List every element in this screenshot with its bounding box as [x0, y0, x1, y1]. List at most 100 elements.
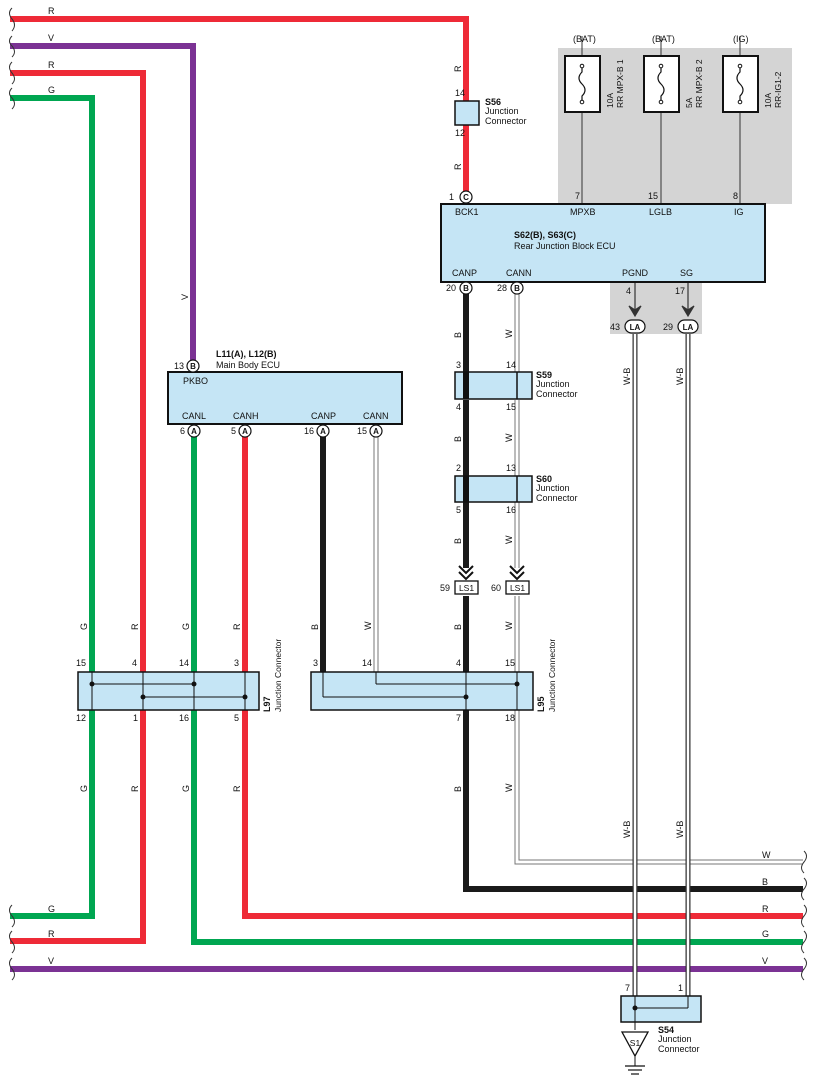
- label-b-5: B: [453, 786, 463, 792]
- wire-v-pkbo: [10, 43, 196, 360]
- label-wb-3: W-B: [622, 821, 632, 838]
- label-v-top: V: [48, 33, 54, 43]
- label-junctions-s54-pins-0: 7: [625, 983, 630, 993]
- wire-w-rear-cann: [514, 294, 803, 865]
- label-rear-ecu-code: S62(B), S63(C): [514, 230, 576, 240]
- s60-name: Junction Connector: [536, 484, 578, 503]
- label-w-2: W: [504, 433, 514, 442]
- label-wb-2: W-B: [675, 368, 685, 385]
- label-r-l1: R: [130, 623, 140, 630]
- label-junctions-l97-top-pins-0: 15: [76, 658, 86, 668]
- label-b-right: B: [762, 877, 768, 887]
- label-rear-ecu-la-pin1: 43: [610, 322, 620, 332]
- junction-s60: 2 13 5 16 S60 Junction Connector: [454, 463, 578, 515]
- label-main-ecu-pkbo-conn: B: [190, 362, 196, 371]
- label-junctions-l97-top-pins-1: 4: [132, 658, 137, 668]
- label-rear-ecu-bck1-pin: 1: [449, 192, 454, 202]
- label-g-bottom: G: [48, 904, 55, 914]
- label-main-ecu-pins-2: 16: [304, 426, 314, 436]
- label-junctions-l95-top-pins-0: 3: [313, 658, 318, 668]
- ground-s1: S1: [620, 1031, 650, 1075]
- label-junctions-l97-top-pins-3: 3: [234, 658, 239, 668]
- label-junctions-s54-code: S54: [658, 1025, 674, 1035]
- label-r-right: R: [762, 904, 769, 914]
- label-r-bottom: R: [48, 929, 55, 939]
- label-main-ecu-conn: A: [191, 427, 197, 436]
- label-rear-ecu-top-terms-0: BCK1: [455, 207, 479, 217]
- label-junctions-l95-top-pins-1: 14: [362, 658, 372, 668]
- label-rear-ecu-name: Rear Junction Block ECU: [514, 241, 616, 251]
- label-r-l2: R: [232, 623, 242, 630]
- label-junctions-s54-pins-1: 1: [678, 983, 683, 993]
- label-rear-ecu-sg-pin: 17: [675, 286, 685, 296]
- label-junctions-s60-pins-0: 2: [456, 463, 461, 473]
- label-fuses-2-rating: 10A: [763, 93, 773, 108]
- label-w-5: W: [504, 783, 514, 792]
- label-ls1-label: LS1: [510, 583, 525, 593]
- label-junctions-s60-pins-3: 16: [506, 505, 516, 515]
- label-main-ecu-conn: A: [242, 427, 248, 436]
- label-w-1: W: [504, 329, 514, 338]
- label-b-l95: B: [310, 624, 320, 630]
- label-r-top: R: [48, 6, 55, 16]
- left-break-marks: [9, 7, 15, 981]
- label-ls1-pin1: 59: [440, 583, 450, 593]
- label-junctions-s56-pin-bottom: 12: [455, 128, 465, 138]
- s59-name: Junction Connector: [536, 380, 578, 399]
- connector-ls1: LS1 59 LS1 60: [440, 565, 530, 595]
- fuse-rr-mpx-b1: (BAT) 10A RR MPX-B 1 7: [564, 34, 625, 201]
- wire-r-top: [10, 16, 469, 102]
- label-junctions-l95-bottom-pins-1: 18: [505, 713, 515, 723]
- label-rear-ecu-conn-b: B: [514, 284, 520, 293]
- label-r-l4: R: [232, 785, 242, 792]
- label-junctions-s60-pins-2: 5: [456, 505, 461, 515]
- label-junctions-l95-top-pins-3: 15: [505, 658, 515, 668]
- label-g-l4: G: [181, 785, 191, 792]
- label-fuses-1-rating: 5A: [684, 97, 694, 108]
- label-ls1-label: LS1: [459, 583, 474, 593]
- label-rear-ecu-cann-pin: 28: [497, 283, 507, 293]
- wire-labels: R V R G G R V W B R G V R R V B W B W B …: [48, 6, 771, 966]
- s56-name: Junction Connector: [485, 107, 527, 126]
- label-fuses-0-rating: 10A: [605, 93, 615, 108]
- wire-b-rear-canp: [463, 294, 803, 892]
- label-w-right: W: [762, 850, 771, 860]
- fuse-rr-ig1-2: (IG) 10A RR-IG1-2 8: [722, 34, 783, 201]
- label-rear-ecu-bottom-terms-1: CANN: [506, 268, 532, 278]
- label-w-l95: W: [363, 621, 373, 630]
- wire-r-left-low: [10, 710, 146, 944]
- label-fuses-0-pin: 7: [575, 191, 580, 201]
- wire-r-left: [10, 70, 146, 672]
- label-main-ecu-conn: A: [373, 427, 379, 436]
- label-main-ecu-terms-2: CANP: [311, 411, 336, 421]
- label-fuses-2-source: (IG): [733, 34, 749, 44]
- label-main-ecu-pkbo-pin: 13: [174, 361, 184, 371]
- label-fuses-2-name: RR-IG1-2: [773, 71, 783, 108]
- label-w-3: W: [504, 535, 514, 544]
- label-junctions-s59-code: S59: [536, 370, 552, 380]
- label-rear-ecu-bottom-terms-3: SG: [680, 268, 693, 278]
- label-junctions-l97-bottom-pins-1: 1: [133, 713, 138, 723]
- label-rear-ecu-top-terms-2: LGLB: [649, 207, 672, 217]
- label-junctions-l97-code: L97: [262, 696, 272, 712]
- label-rear-ecu-la-conn: LA: [630, 323, 641, 332]
- label-rear-ecu-pgnd-pin: 4: [626, 286, 631, 296]
- label-main-ecu-name: Main Body ECU: [216, 360, 280, 370]
- junction-s56: 14 12 S56 Junction Connector: [454, 88, 527, 138]
- label-rear-ecu-top-terms-3: IG: [734, 207, 744, 217]
- label-main-ecu-pins-1: 5: [231, 426, 236, 436]
- label-main-ecu-conn: A: [320, 427, 326, 436]
- label-main-ecu-terms-0: CANL: [182, 411, 206, 421]
- label-junctions-s60-pins-1: 13: [506, 463, 516, 473]
- wire-g-right: [191, 710, 803, 945]
- label-fuses-1-pin: 15: [648, 191, 658, 201]
- fuse-rr-mpx-b2: (BAT) 5A RR MPX-B 2 15: [643, 34, 704, 201]
- label-junctions-s59-pins-1: 14: [506, 360, 516, 370]
- junction-s59: 3 14 4 15 S59 Junction Connector: [454, 360, 578, 412]
- label-junctions-s60-code: S60: [536, 474, 552, 484]
- label-v-bottom: V: [48, 956, 54, 966]
- label-b-2: B: [453, 436, 463, 442]
- label-junctions-l97-top-pins-2: 14: [179, 658, 189, 668]
- label-junctions-l95-top-pins-2: 4: [456, 658, 461, 668]
